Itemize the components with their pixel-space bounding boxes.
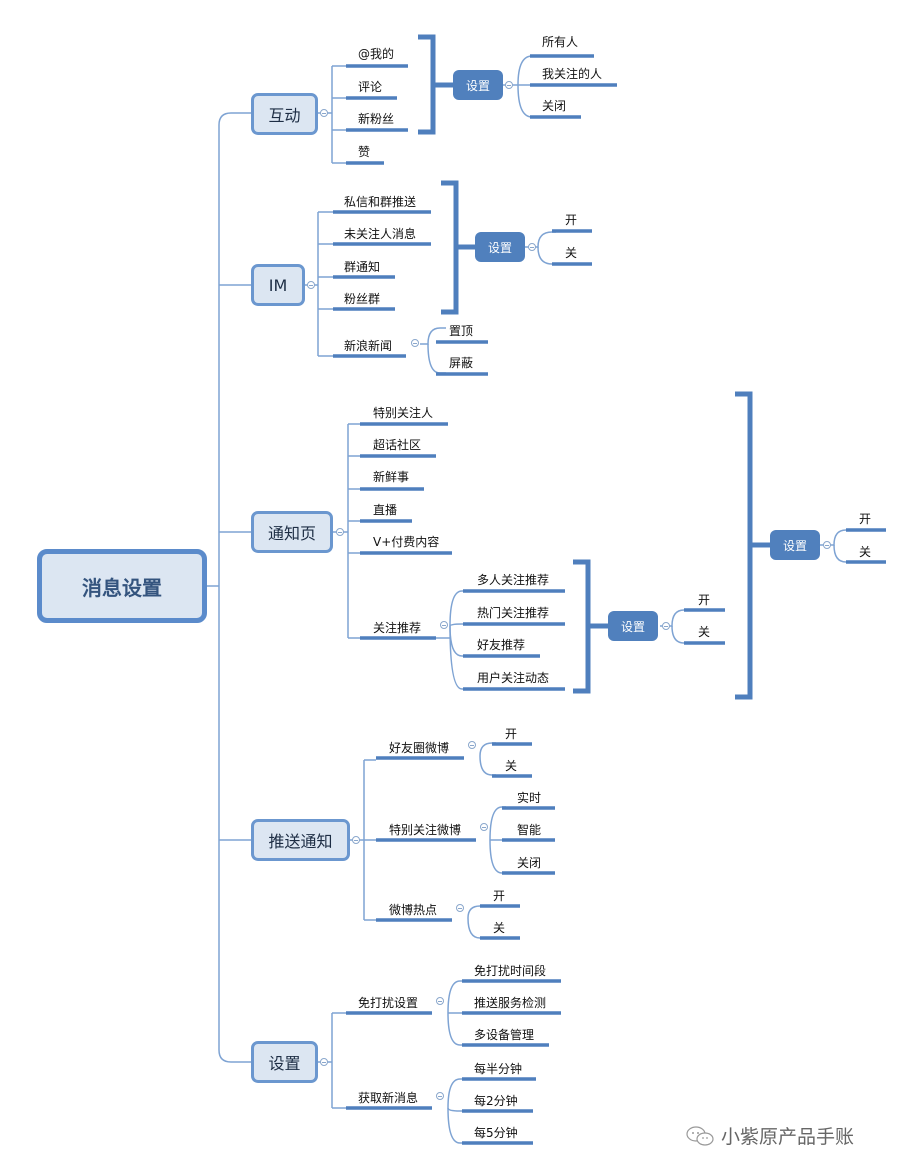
setting-node-im[interactable]: 设置 [475, 232, 525, 262]
option-off[interactable]: 关 [565, 246, 578, 260]
collapse-icon[interactable] [505, 81, 513, 89]
leaf-do-not-disturb[interactable]: 免打扰设置 [358, 996, 419, 1010]
option-every-5-minutes[interactable]: 每5分钟 [474, 1126, 518, 1140]
collapse-icon[interactable] [307, 281, 315, 289]
leaf-user-follow-activity[interactable]: 用户关注动态 [477, 671, 550, 685]
collapse-icon[interactable] [411, 339, 419, 347]
leaf-dm-group-push[interactable]: 私信和群推送 [344, 195, 417, 209]
option-off[interactable]: 关 [505, 759, 518, 773]
collapse-icon[interactable] [336, 528, 344, 536]
option-people-i-follow[interactable]: 我关注的人 [542, 67, 603, 81]
bracket [418, 34, 453, 135]
leaf-comments[interactable]: 评论 [358, 80, 383, 94]
node-notification-page[interactable]: 通知页 [251, 511, 333, 553]
leaf-new-fans[interactable]: 新粉丝 [358, 112, 395, 126]
root-node[interactable]: 消息设置 [37, 549, 207, 623]
option-on[interactable]: 开 [698, 593, 711, 607]
leaf-unfollowed-messages[interactable]: 未关注人消息 [344, 227, 417, 241]
collapse-icon[interactable] [320, 1058, 328, 1066]
option-push-service-check[interactable]: 推送服务检测 [474, 996, 547, 1010]
option-off[interactable]: 关 [859, 545, 872, 559]
leaf-likes[interactable]: 赞 [358, 145, 371, 159]
option-on[interactable]: 开 [565, 213, 578, 227]
option-realtime[interactable]: 实时 [517, 791, 542, 805]
collapse-icon[interactable] [440, 621, 448, 629]
bracket [441, 180, 475, 315]
option-on[interactable]: 开 [493, 889, 506, 903]
option-dnd-period[interactable]: 免打扰时间段 [474, 964, 547, 978]
leaf-weibo-hot[interactable]: 微博热点 [389, 903, 438, 917]
leaf-live[interactable]: 直播 [373, 503, 398, 517]
leaf-friend-recommend[interactable]: 好友推荐 [477, 638, 526, 652]
watermark: 小紫原产品手账 [685, 1122, 854, 1149]
leaf-special-follow-weibo[interactable]: 特别关注微博 [389, 823, 462, 837]
collapse-icon[interactable] [320, 109, 328, 117]
collapse-icon[interactable] [352, 836, 360, 844]
setting-node-notification-page[interactable]: 设置 [770, 530, 820, 560]
bracket [735, 391, 770, 700]
leaf-friend-circle-weibo[interactable]: 好友圈微博 [389, 741, 450, 755]
collapse-icon[interactable] [480, 823, 488, 831]
node-im[interactable]: IM [251, 264, 305, 306]
collapse-icon[interactable] [436, 997, 444, 1005]
leaf-group-notice[interactable]: 群通知 [344, 260, 381, 274]
leaf-follow-recommend[interactable]: 关注推荐 [373, 621, 422, 635]
option-off[interactable]: 关闭 [517, 856, 542, 870]
option-multi-device[interactable]: 多设备管理 [474, 1028, 535, 1042]
leaf-fan-group[interactable]: 粉丝群 [344, 292, 381, 306]
option-on[interactable]: 开 [505, 727, 518, 741]
collapse-icon[interactable] [456, 904, 464, 912]
option-off[interactable]: 关 [698, 625, 711, 639]
leaf-fetch-new-messages[interactable]: 获取新消息 [358, 1091, 419, 1105]
collapse-icon[interactable] [823, 541, 831, 549]
leaf-multi-follow-recommend[interactable]: 多人关注推荐 [477, 573, 550, 587]
leaf-v-plus-paid[interactable]: V+付费内容 [373, 535, 440, 549]
leaf-fresh-news[interactable]: 新鲜事 [373, 470, 410, 484]
leaf-special-follow[interactable]: 特别关注人 [373, 406, 434, 420]
collapse-icon[interactable] [528, 243, 536, 251]
option-smart[interactable]: 智能 [517, 823, 542, 837]
node-push-notification[interactable]: 推送通知 [251, 819, 350, 861]
collapse-icon[interactable] [662, 622, 670, 630]
node-settings[interactable]: 设置 [251, 1041, 318, 1083]
collapse-icon[interactable] [468, 741, 476, 749]
option-every-2-minutes[interactable]: 每2分钟 [474, 1094, 518, 1108]
option-pin-top[interactable]: 置顶 [449, 324, 474, 338]
option-everyone[interactable]: 所有人 [542, 35, 579, 49]
leaf-sina-news[interactable]: 新浪新闻 [344, 339, 393, 353]
option-block[interactable]: 屏蔽 [449, 356, 474, 370]
option-every-half-minute[interactable]: 每半分钟 [474, 1062, 523, 1076]
setting-node-follow-recommend[interactable]: 设置 [608, 611, 658, 641]
option-off[interactable]: 关 [493, 921, 506, 935]
option-on[interactable]: 开 [859, 512, 872, 526]
leaf-hot-follow-recommend[interactable]: 热门关注推荐 [477, 606, 550, 620]
node-interaction[interactable]: 互动 [251, 93, 318, 135]
bracket [573, 559, 608, 694]
collapse-icon[interactable] [436, 1092, 444, 1100]
leaf-at-me[interactable]: @我的 [358, 47, 395, 61]
setting-node-interaction[interactable]: 设置 [453, 70, 503, 100]
watermark-text: 小紫原产品手账 [721, 1126, 855, 1148]
option-off[interactable]: 关闭 [542, 99, 567, 113]
wechat-icon [686, 1125, 714, 1146]
leaf-super-topic[interactable]: 超话社区 [373, 438, 422, 452]
